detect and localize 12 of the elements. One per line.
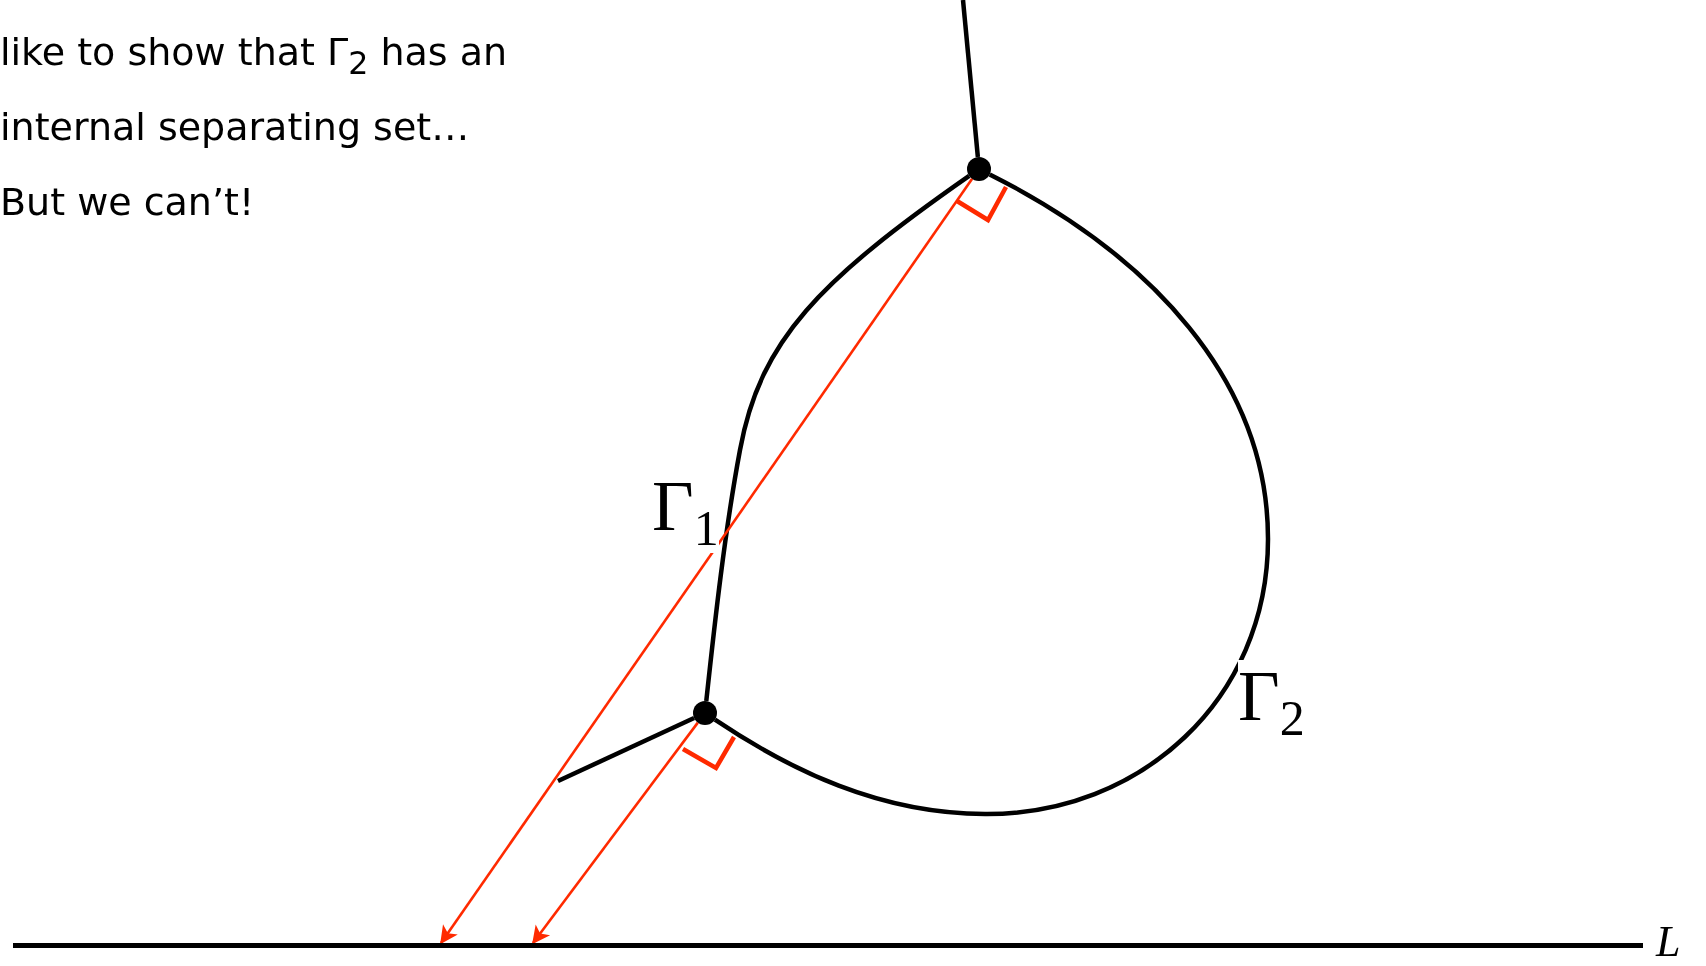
line-bar: [13, 943, 1643, 948]
note-text: like to show that Γ$_{2}$ has an internal separating set…: [0, 29, 509, 151]
curve: [960, 0, 981, 158]
curve: [713, 172, 1271, 817]
vertex-dot: [967, 157, 991, 181]
curve: [704, 174, 971, 702]
arrow: [439, 178, 974, 945]
note-text: But we can’t!: [0, 179, 256, 226]
vertex-dot: [693, 701, 717, 725]
arrow: [531, 721, 699, 945]
line-label: L: [1656, 916, 1681, 966]
curve: [557, 716, 696, 784]
